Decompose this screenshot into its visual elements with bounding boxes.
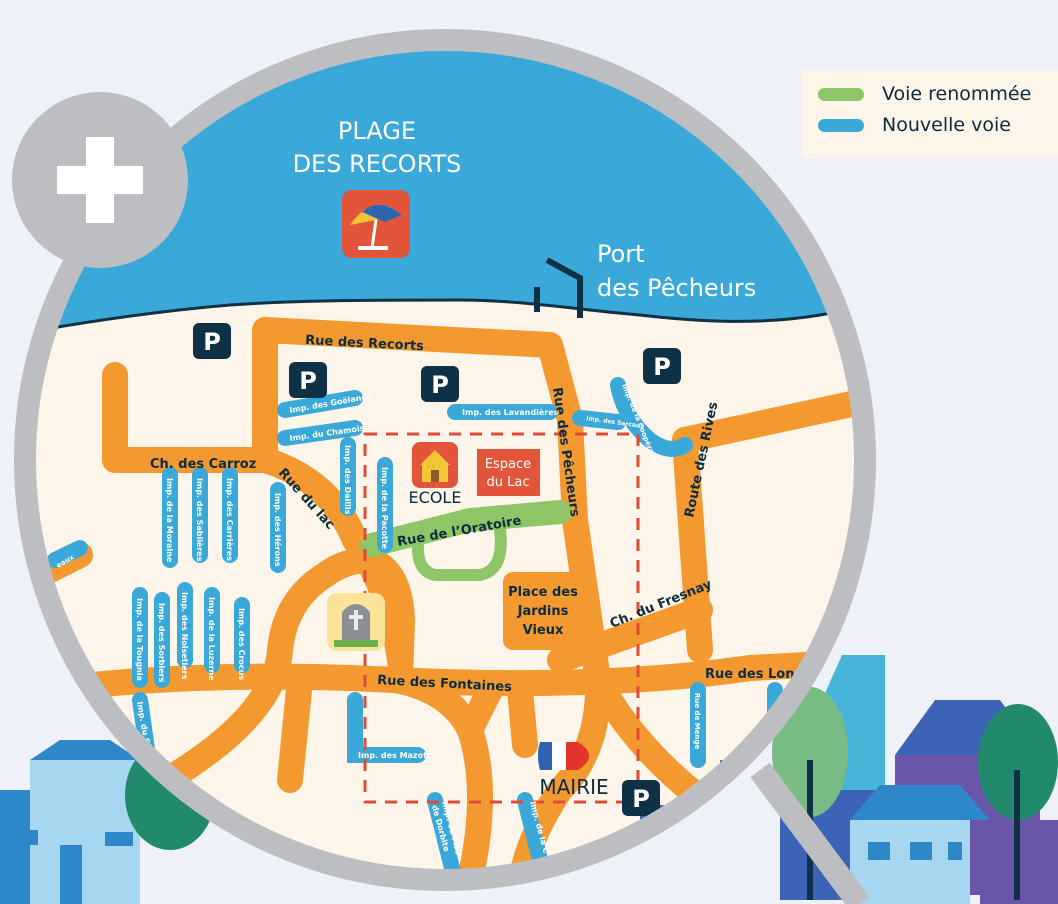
street-ch-des-carroz: Ch. des Carroz (150, 457, 256, 472)
street-imp-de-la-moraine: Imp. de la Moraine (165, 478, 174, 563)
street-imp-de-la-tougnia: Imp. de la Tougnia (135, 598, 144, 681)
parking-icons: P P P P P (193, 323, 681, 816)
cemetery-icon (327, 593, 385, 651)
map-legend: Voie renommée Nouvelle voie (802, 70, 1058, 158)
port-label-line1: Port (597, 240, 645, 268)
legend-label-renamed: Voie renommée (882, 83, 1032, 105)
legend-swatch-new (818, 118, 864, 132)
espace-label-line1: Espace (485, 457, 531, 472)
legend-label-new: Nouvelle voie (882, 114, 1011, 136)
parking-label: P (431, 371, 449, 399)
mairie-flag-icon (538, 742, 589, 770)
place-label-line1: Place des (508, 585, 578, 600)
street-imp-des-carrieres: Imp. des Carrières (225, 478, 235, 561)
mairie-label: MAIRIE (539, 775, 608, 799)
street-imp-des-sablieres: Imp. des Sablières (195, 478, 205, 562)
street-imp-de-la-luzerne: Imp. de la Luzerne (207, 597, 216, 681)
street-imp-des-mazots: Imp. des Mazots (358, 751, 432, 760)
street-imp-des-noisetiers: Imp. des Noisetiers (180, 592, 189, 680)
parking-label: P (299, 367, 317, 395)
parking-label: P (203, 328, 221, 356)
street-rue-des-recorts: Rue des Recorts (305, 333, 425, 354)
street-rue-des-fontaines: Rue des Fontaines (377, 673, 513, 695)
port-label-line2: des Pêcheurs (597, 274, 756, 302)
place-label-line2: Jardins (517, 604, 569, 619)
beach-umbrella-icon (342, 190, 410, 258)
street-imp-des-lavandieres: Imp. des Lavandières (462, 407, 559, 417)
legend-swatch-renamed (818, 87, 864, 101)
espace-du-lac-marker (477, 449, 540, 496)
beach-label-line1: PLAGE (338, 117, 416, 145)
parking-label: P (632, 785, 650, 813)
zoom-in-button[interactable] (12, 92, 188, 268)
street-imp-des-sorbiers: Imp. des Sorbiers (157, 603, 166, 683)
place-label-line3: Vieux (523, 623, 564, 638)
beach-label-line2: DES RECORTS (293, 150, 462, 178)
street-imp-des-herons: Imp. des Hérons (273, 493, 283, 567)
legend-item-new: Nouvelle voie (818, 112, 1011, 138)
street-imp-des-crocus: Imp. des Crocus (237, 608, 246, 680)
street-rue-des-long: Rue des Long (705, 667, 804, 682)
school-label: ECOLE (409, 488, 462, 507)
street-imp-des-dailli: Imp. des Daillis (343, 445, 352, 515)
school-icon (412, 442, 458, 488)
street-rue-de-menge: Rue de Menge (693, 693, 701, 749)
parking-label: P (653, 353, 671, 381)
street-imp-de-la-pacotte: Imp. de la Pacotte (380, 467, 389, 550)
legend-item-renamed: Voie renommée (818, 81, 1031, 107)
espace-label-line2: du Lac (487, 475, 530, 490)
magnifier-lens (14, 29, 876, 904)
